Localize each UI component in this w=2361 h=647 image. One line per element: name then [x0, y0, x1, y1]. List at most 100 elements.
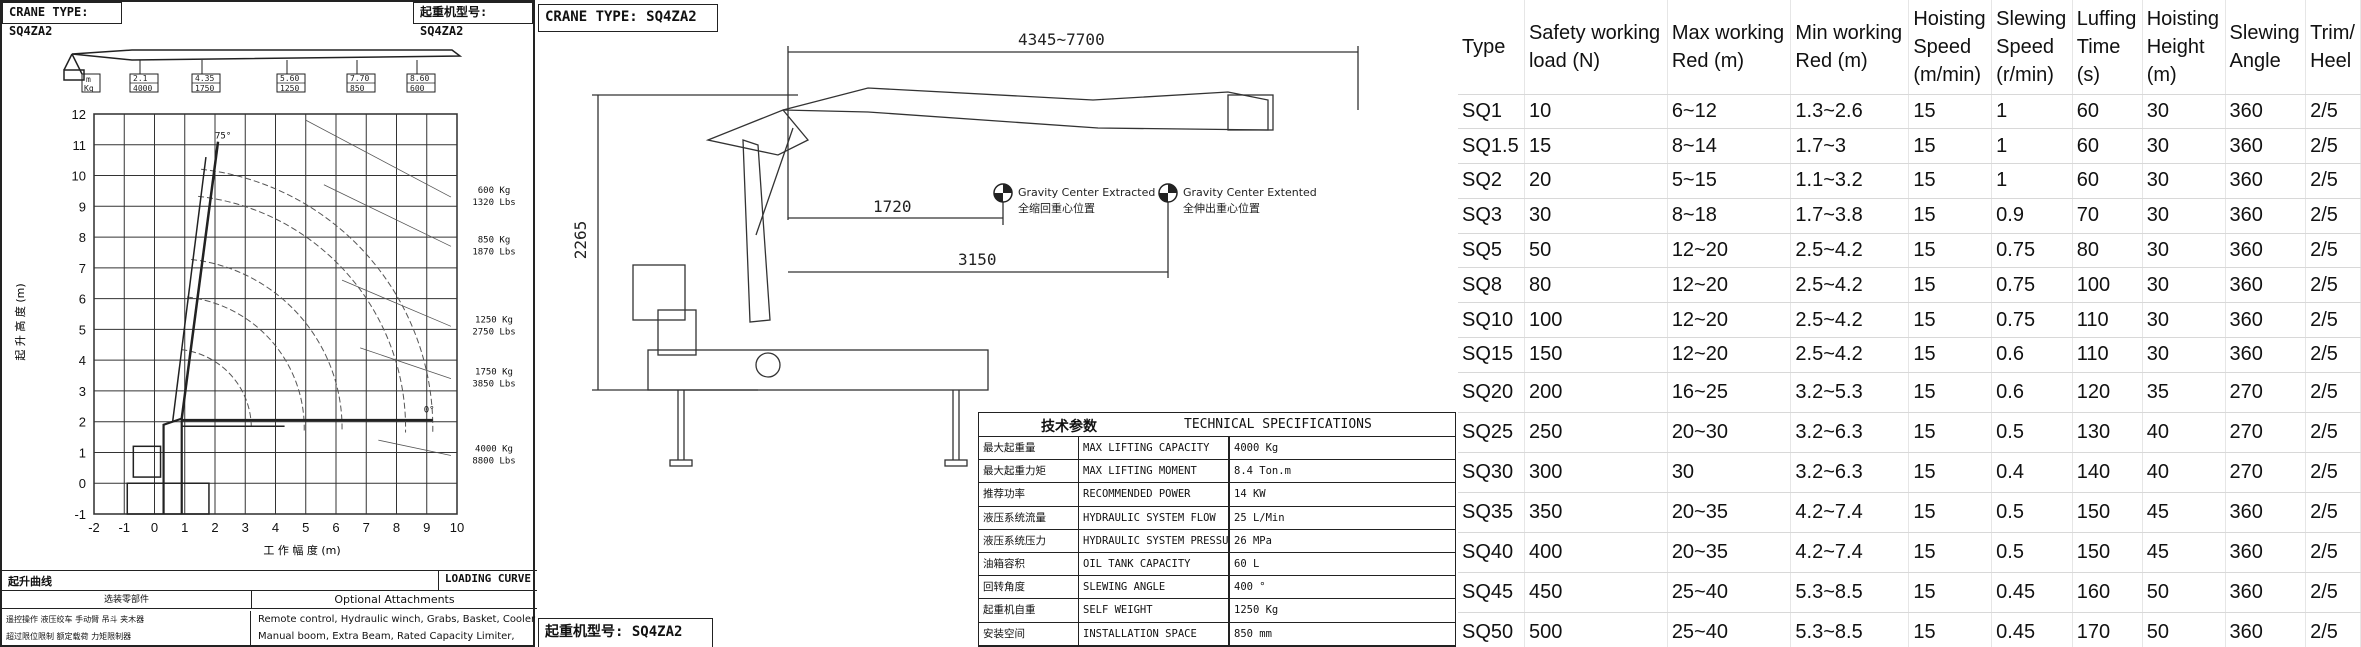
- table-cell: 8~14: [1667, 128, 1792, 165]
- table-cell: 50: [2142, 572, 2226, 613]
- gravity-center-extended-icon: [1158, 183, 1178, 203]
- boom-section-load: 600: [410, 84, 425, 93]
- table-cell: 60: [2072, 163, 2143, 199]
- x-tick-label: -2: [88, 520, 100, 535]
- x-tick-label: 1: [181, 520, 188, 535]
- table-cell: 0.5: [1991, 492, 2073, 533]
- table-cell: 30: [2142, 163, 2226, 199]
- table-cell: 60: [2072, 94, 2143, 130]
- y-tick-label: 5: [79, 322, 86, 337]
- table-cell: 25~40: [1667, 612, 1792, 647]
- crane-foot-right: [944, 459, 968, 467]
- table-cell: 170: [2072, 612, 2143, 647]
- table-cell: 1.7~3: [1790, 128, 1910, 165]
- load-label-lbs: 1320 Lbs: [472, 198, 515, 208]
- table-cell: 100: [2072, 267, 2143, 304]
- gravity-center-extracted-icon: [993, 183, 1013, 203]
- x-tick-label: 2: [211, 520, 218, 535]
- y-tick-label: 7: [79, 261, 86, 276]
- chart-header-crane-type-cn: 起重机型号: SQ4ZA2: [413, 2, 533, 38]
- table-header-line: (s): [2076, 63, 2101, 86]
- table-cell: 4.2~7.4: [1790, 532, 1910, 573]
- table-cell: SQ40: [1458, 532, 1525, 573]
- table-cell: 360: [2225, 492, 2307, 533]
- table-cell: 16~25: [1667, 372, 1792, 413]
- table-cell: SQ20: [1458, 372, 1525, 413]
- technical-drawing-panel: CRANE TYPE: SQ4ZA2: [538, 0, 1456, 647]
- table-cell: 20: [1524, 163, 1668, 199]
- attachments-cn-line2: 超过限位限制 额定载荷 力矩限制器: [6, 632, 132, 641]
- load-leader-line: [378, 439, 452, 456]
- table-cell: 30: [2142, 337, 2226, 373]
- y-axis-label: 起 升 高 度 (m): [13, 283, 27, 360]
- x-tick-label: 9: [423, 520, 430, 535]
- table-cell: 20~35: [1667, 492, 1792, 533]
- tech-spec-cn: 最大起重量: [979, 437, 1079, 460]
- table-cell: 15: [1908, 492, 1993, 533]
- table-cell: 360: [2225, 612, 2307, 647]
- gc-extracted-en: Gravity Center Extracted: [1018, 186, 1155, 199]
- crane-main-boom: [782, 87, 1269, 131]
- table-cell: SQ3: [1458, 198, 1525, 234]
- table-header-line: load (N): [1528, 49, 1601, 72]
- table-cell: 30: [1524, 198, 1668, 234]
- table-cell: 3.2~6.3: [1790, 412, 1910, 453]
- table-header-line: Heel: [2310, 49, 2352, 72]
- table-cell: 15: [1908, 128, 1993, 165]
- table-header-line: Slewing: [2229, 21, 2300, 44]
- table-cell: 2/5: [2305, 198, 2361, 234]
- chart-crane-base: [126, 482, 210, 515]
- tech-spec-en: SELF WEIGHT: [1079, 599, 1229, 622]
- table-cell: 3.2~5.3: [1790, 372, 1910, 413]
- crane-boom-tip: [1227, 94, 1274, 131]
- table-cell: 2.5~4.2: [1790, 267, 1910, 304]
- tech-spec-en: OIL TANK CAPACITY: [1079, 552, 1229, 576]
- angle-label-top: 75°: [215, 132, 231, 142]
- table-cell: SQ2: [1458, 163, 1525, 199]
- table-cell: 270: [2225, 412, 2307, 453]
- attachments-cn-list: 遥控操作 液压绞车 手动臂 吊斗 夹木器 超过限位限制 额定载荷 力矩限制器: [6, 611, 251, 645]
- y-tick-label: 11: [73, 138, 87, 153]
- load-label-kg: 1250 Kg: [475, 315, 513, 325]
- x-tick-label: 3: [242, 520, 249, 535]
- tech-spec-cn: 安装空间: [979, 622, 1079, 645]
- crane-oil-tank: [657, 309, 697, 356]
- boom-section-length: 2.1: [133, 74, 148, 83]
- table-cell: 15: [1524, 128, 1668, 165]
- table-header-line: Max working: [1671, 21, 1785, 44]
- table-cell: 70: [2072, 198, 2143, 234]
- boom-section-length: 4.35: [195, 74, 214, 83]
- tech-spec-cn: 油箱容积: [979, 552, 1079, 576]
- boom-section-load: 1250: [280, 84, 299, 93]
- table-cell: 450: [1524, 572, 1668, 613]
- tech-spec-val: 25 L/Min: [1229, 506, 1455, 529]
- boom-section-length: 7.70: [350, 74, 369, 83]
- table-cell: 0.75: [1991, 233, 2073, 269]
- y-tick-label: 2: [79, 415, 86, 430]
- table-cell: 360: [2225, 198, 2307, 234]
- chart-crane-tank: [132, 445, 162, 478]
- table-cell: 360: [2225, 128, 2307, 165]
- dim-1720-label: 1720: [873, 197, 912, 216]
- attachments-cn-title: 选装零部件: [2, 591, 252, 609]
- table-cell: 12~20: [1667, 267, 1792, 304]
- table-cell: 2/5: [2305, 337, 2361, 373]
- table-cell: SQ1: [1458, 94, 1525, 130]
- chart-boom-raised: [180, 141, 220, 419]
